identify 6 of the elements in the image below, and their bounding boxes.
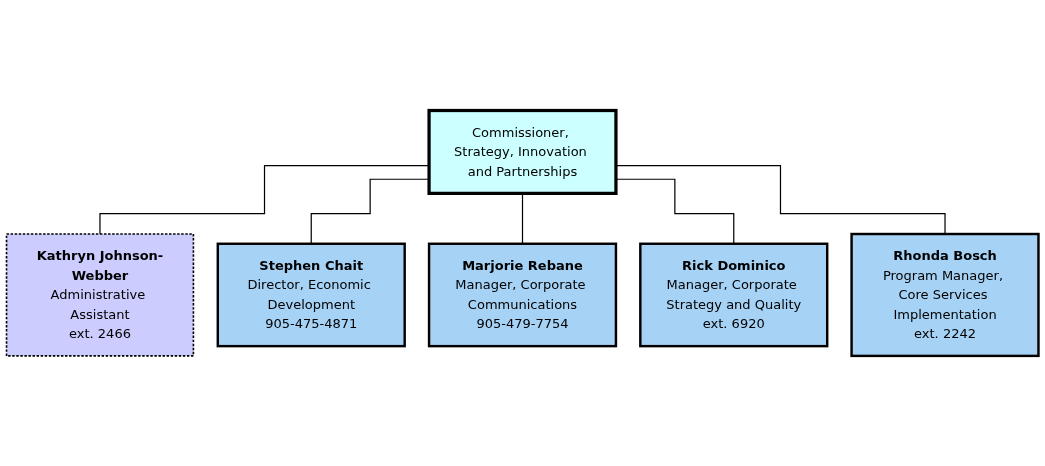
node-box: Rhonda Bosch Program Manager, Core Services Implementation ext. 2242 — [850, 232, 1040, 357]
node-box: Stephen Chait Director, Economic Development 905-475-4871 — [216, 242, 406, 348]
node-box: Marjorie Rebane Manager, Corporate Communications 905-479-7754 — [427, 242, 618, 348]
node-box: Rick Dominico Manager, Corporate Strategy and Quality ext. 6920 — [639, 242, 829, 348]
node-box: Kathryn Johnson-Webber Administrative Assistant ext. 2466 — [5, 233, 195, 357]
node-box: Commissioner, Strategy, Innovation and Partnerships — [427, 108, 618, 195]
